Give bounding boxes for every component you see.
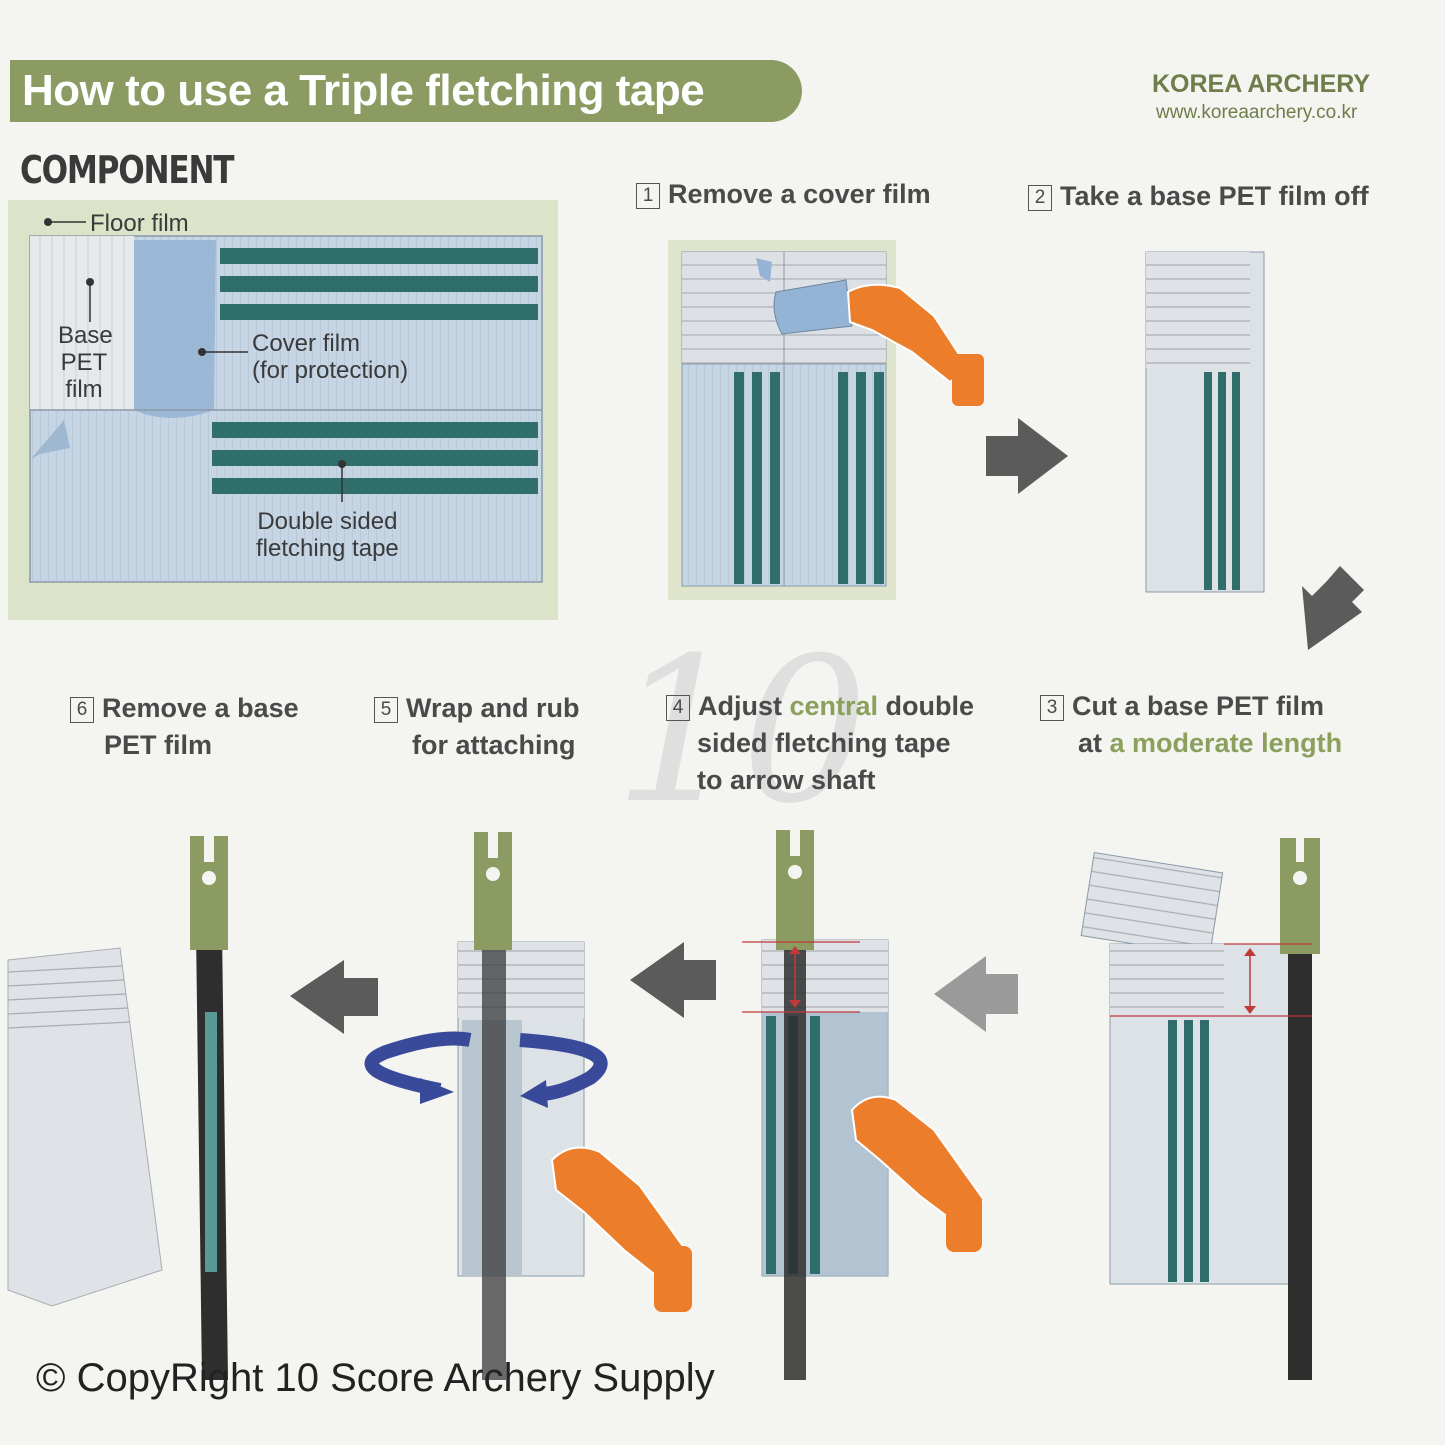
step4-number: 4 — [666, 695, 690, 721]
step5-text-line1: Wrap and rub — [406, 693, 580, 723]
step5-caption: 5 Wrap and rub for attaching — [374, 690, 580, 764]
hand-icon — [846, 283, 970, 384]
step2-illustration — [1145, 251, 1265, 593]
label-double-sided-tape: Double sided fletching tape — [256, 508, 399, 562]
title-banner — [10, 60, 802, 122]
cover-film-shape — [134, 240, 216, 418]
step4-caption: 4 Adjust central double sided fletching t… — [666, 688, 974, 799]
step6-illustration — [7, 836, 228, 1380]
step6-text-line2: PET film — [104, 730, 213, 760]
component-heading: COMPONENT — [20, 148, 235, 192]
label-base-pet-line2: PET — [60, 349, 108, 376]
hand-icon — [850, 1095, 986, 1228]
step6-number: 6 — [70, 697, 94, 723]
step4-text-pre: Adjust — [698, 691, 790, 721]
step1-number: 1 — [636, 183, 660, 209]
step1-illustration — [668, 240, 984, 600]
step5-illustration — [364, 832, 692, 1380]
step6-caption: 6 Remove a base PET film — [70, 690, 299, 764]
brand-url: www.koreaarchery.co.kr — [1156, 102, 1358, 123]
label-floor-film: Floor film — [90, 210, 189, 237]
copyright-notice: © CopyRight 10 Score Archery Supply — [36, 1356, 715, 1400]
component-diagram — [8, 200, 558, 620]
hand-icon — [550, 1146, 692, 1284]
tape-strips-bottom — [212, 422, 538, 494]
step4-text-line2: sided fletching tape — [697, 728, 951, 758]
page-title: How to use a Triple fletching tape — [22, 66, 705, 115]
step4-text-highlight: central — [789, 691, 879, 721]
label-base-pet-line3: film — [65, 376, 103, 403]
step4-text-post: double — [878, 691, 975, 721]
step4-text-line3: to arrow shaft — [697, 765, 876, 795]
base-pet-film-area — [30, 236, 134, 410]
brand-name: KOREA ARCHERY — [1152, 70, 1371, 98]
label-tape-line1: Double sided — [257, 508, 398, 535]
label-cover-film-line2: (for protection) — [252, 357, 409, 384]
step5-text-line2: for attaching — [412, 730, 576, 760]
label-cover-film: Cover film (for protection) — [252, 330, 408, 384]
step4-illustration — [742, 830, 986, 1380]
arrow-left-icon — [934, 956, 1018, 1032]
label-tape-line2: fletching tape — [256, 535, 399, 562]
step5-number: 5 — [374, 697, 398, 723]
tape-strips-top — [220, 248, 538, 320]
step2-number: 2 — [1028, 185, 1052, 211]
step3-text-line2: at — [1078, 728, 1110, 758]
step1-caption: 1 Remove a cover film — [636, 176, 931, 213]
step1-text: Remove a cover film — [668, 179, 931, 209]
label-base-pet-line1: Base — [58, 322, 113, 349]
step2-text: Take a base PET film off — [1060, 181, 1369, 211]
label-base-pet-film: Base PET film — [58, 322, 113, 403]
arrow-right-icon — [986, 418, 1068, 494]
step3-text-line1: Cut a base PET film — [1072, 691, 1325, 721]
arrow-left-icon — [290, 960, 378, 1034]
step3-illustration — [1080, 838, 1320, 1380]
step3-number: 3 — [1040, 695, 1064, 721]
watermark-number: 10 — [614, 615, 869, 848]
step2-caption: 2 Take a base PET film off — [1028, 178, 1369, 215]
step3-caption: 3 Cut a base PET film at a moderate lengt… — [1040, 688, 1342, 762]
step3-text-highlight: a moderate length — [1109, 728, 1343, 758]
step6-text-line1: Remove a base — [102, 693, 299, 723]
arrow-left-icon — [630, 942, 716, 1018]
label-cover-film-line1: Cover film — [252, 330, 361, 357]
arrow-down-left-icon — [1302, 566, 1364, 650]
